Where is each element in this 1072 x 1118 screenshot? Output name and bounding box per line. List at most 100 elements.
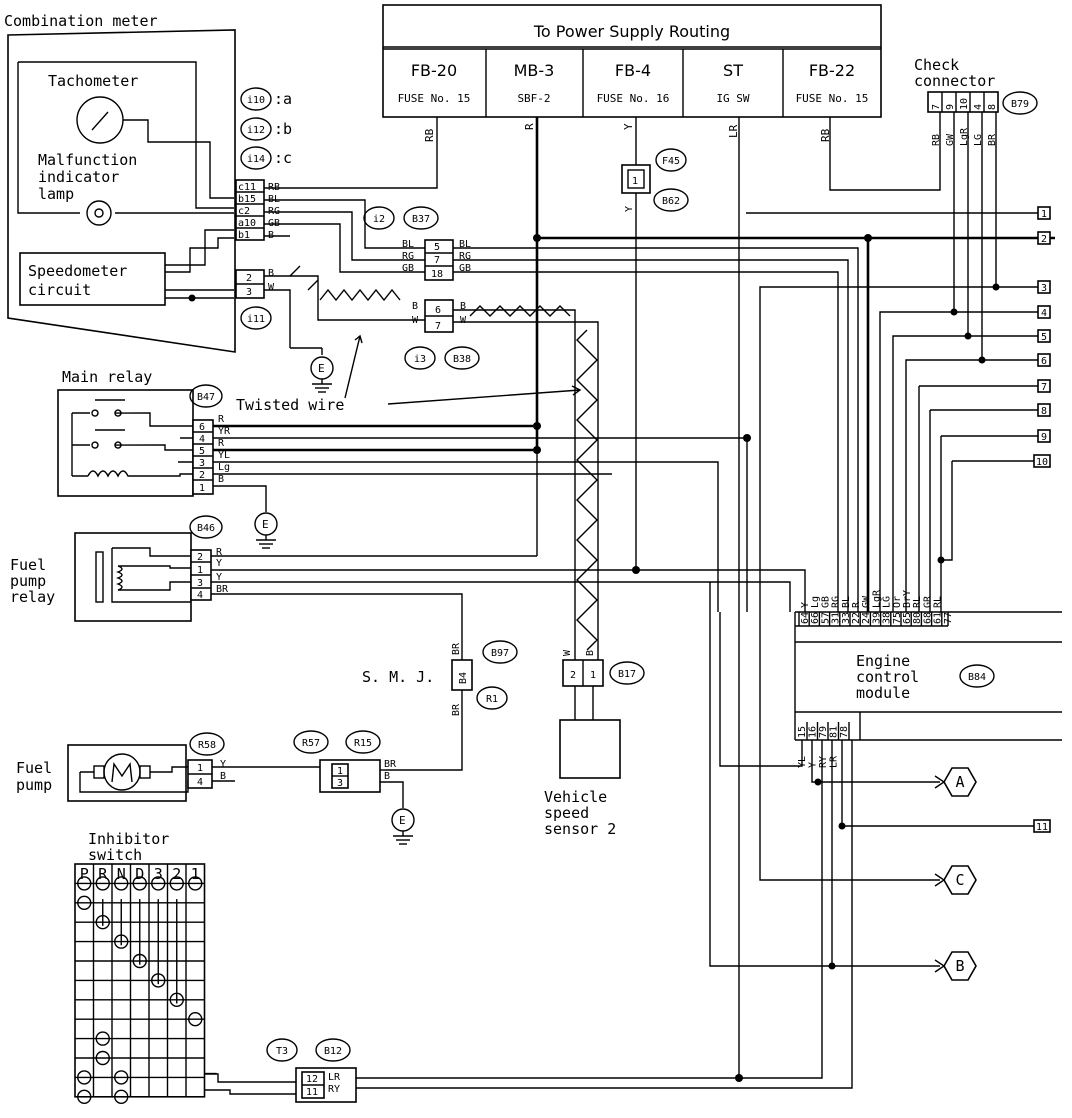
ecm-top-wire: RG	[831, 596, 842, 608]
b37-rwire-gb: GB	[459, 263, 471, 274]
inhibitor-contact	[77, 1089, 92, 1105]
r57-pin-3: 3	[337, 778, 343, 789]
main-relay-pin-6: 6	[199, 422, 205, 433]
combination-meter-label: Combination meter	[4, 12, 158, 30]
inhibitor-contact	[77, 895, 92, 910]
callout-i2: i2	[373, 214, 385, 225]
inhibitor-position-label: P	[80, 865, 89, 883]
ps-col-st: ST	[723, 61, 743, 80]
callout-b79: B79	[1011, 99, 1029, 110]
inhibitor-contact	[188, 876, 203, 891]
callout-b97: B97	[491, 648, 509, 659]
inhibitor-contact	[114, 1070, 129, 1085]
meter-pin-c2: c2	[238, 206, 250, 217]
fuel-pump-label-2: pump	[16, 776, 52, 794]
ref-label-c: C	[955, 871, 964, 889]
ecm-top-pin: 38	[882, 612, 893, 624]
b38-pin-6: 6	[435, 305, 441, 316]
terminal-2: 2	[1041, 234, 1047, 245]
fpr-pin-4: 4	[197, 590, 203, 601]
fpr-wire-y2: Y	[216, 572, 222, 583]
smj-wire-bottom: BR	[451, 703, 462, 716]
ecm-top-wire: LG	[882, 596, 893, 608]
ecm-label-2: control	[856, 668, 919, 686]
main-relay-wire-yl: YL	[218, 450, 230, 461]
callout-r57: R57	[302, 738, 320, 749]
terminal-7: 7	[1041, 382, 1047, 393]
ecm-label-3: module	[856, 684, 910, 702]
inhibitor-contact	[95, 876, 110, 891]
ps-col-fb4-sub: FUSE No. 16	[597, 92, 670, 105]
vss-pin-2: 2	[570, 670, 576, 681]
speedometer-circuit-box	[19, 252, 166, 306]
callout-i11: i11	[247, 314, 265, 325]
fuel-pump-pin-4: 4	[197, 777, 203, 788]
ecm-label-1: Engine	[856, 652, 910, 670]
ps-wire-y: Y	[622, 123, 635, 130]
callout-b62: B62	[662, 196, 680, 207]
inhibitor-contact	[114, 876, 129, 891]
ecm-bottom-wire: Y	[808, 762, 819, 768]
fpr-wire-r: R	[216, 547, 223, 558]
ref-point-b: B	[943, 951, 977, 981]
ref-label-b: B	[955, 957, 964, 975]
f45-pin: 1	[632, 176, 638, 187]
inhibitor-position-label: R	[98, 865, 108, 883]
vss-pin-1: 1	[590, 670, 596, 681]
callout-b38: B38	[453, 354, 471, 365]
fuel-pump-relay-label-1: Fuel	[10, 556, 46, 574]
ecm-top-wire: BrY	[902, 590, 913, 608]
vehicle-speed-sensor: 2 1 W B B17 Vehicle speed sensor 2	[544, 649, 645, 838]
f45-wire-y: Y	[624, 206, 635, 212]
fuel-pump: Fuel pump 1 4 Y B R58	[16, 732, 226, 802]
vss-wire-w: W	[562, 649, 573, 656]
ecm-top-pin: 77	[943, 612, 954, 624]
terminal-10: 10	[1036, 457, 1048, 468]
ecm-top-pin: 24	[861, 612, 872, 624]
check-wire-br: BR	[987, 133, 998, 146]
ground-main-relay-label: E	[262, 518, 269, 531]
ps-col-fb4: FB-4	[615, 61, 651, 80]
inhibitor-contact	[151, 876, 166, 891]
check-pin-8: 8	[987, 104, 998, 110]
ecm-top-pin: 68	[922, 612, 933, 624]
ecm-bottom-pin: 79	[818, 726, 829, 738]
fpr-pin-2: 2	[197, 552, 203, 563]
ecm-bottom-pin: 16	[808, 726, 819, 738]
meter-pin-b15: b15	[238, 194, 256, 205]
ecm-top-wire: Or	[892, 596, 903, 608]
terminal-9: 9	[1041, 432, 1047, 443]
ecm-top-wire: GB	[820, 596, 831, 608]
f45-connector: 1 F45 B62 Y	[621, 148, 689, 212]
fuel-pump-label-1: Fuel	[16, 759, 52, 777]
i11-wire-b: B	[268, 268, 274, 279]
ps-wire-lr: LR	[727, 124, 740, 138]
ref-label-a: A	[955, 773, 964, 791]
b37-lwire-rg: RG	[402, 251, 414, 262]
callout-b37: B37	[412, 214, 430, 225]
main-relay-pin-1: 1	[199, 483, 205, 494]
ps-wire-r: R	[523, 123, 536, 130]
fpr-pin-3: 3	[197, 578, 203, 589]
main-relay-wire-yr: YR	[218, 426, 231, 437]
speedometer-label-2: circuit	[28, 281, 91, 299]
mil-label-1: Malfunction	[38, 151, 137, 169]
callout-b12: B12	[324, 1046, 342, 1057]
meter-callouts: i10 :a i12 :b i14 :c i11 i2 B37 i3 B38	[240, 87, 480, 370]
fuel-pump-wire-b: B	[220, 771, 226, 782]
b37-pin-18: 18	[431, 269, 443, 280]
ecm-top-pin: 80	[912, 612, 923, 624]
ecm-top-pin: 39	[871, 612, 882, 624]
main-relay-wire-r1: R	[218, 414, 225, 425]
mil-label-2: indicator	[38, 168, 119, 186]
inhibitor-position-label: 2	[172, 865, 181, 883]
ecm-top-wire: BL	[841, 596, 852, 608]
inhibitor-label-2: switch	[88, 846, 142, 864]
ecm-top-pin: 61	[933, 612, 944, 624]
ps-col-fb20: FB-20	[411, 61, 457, 80]
fpr-wire-br: BR	[216, 584, 229, 595]
